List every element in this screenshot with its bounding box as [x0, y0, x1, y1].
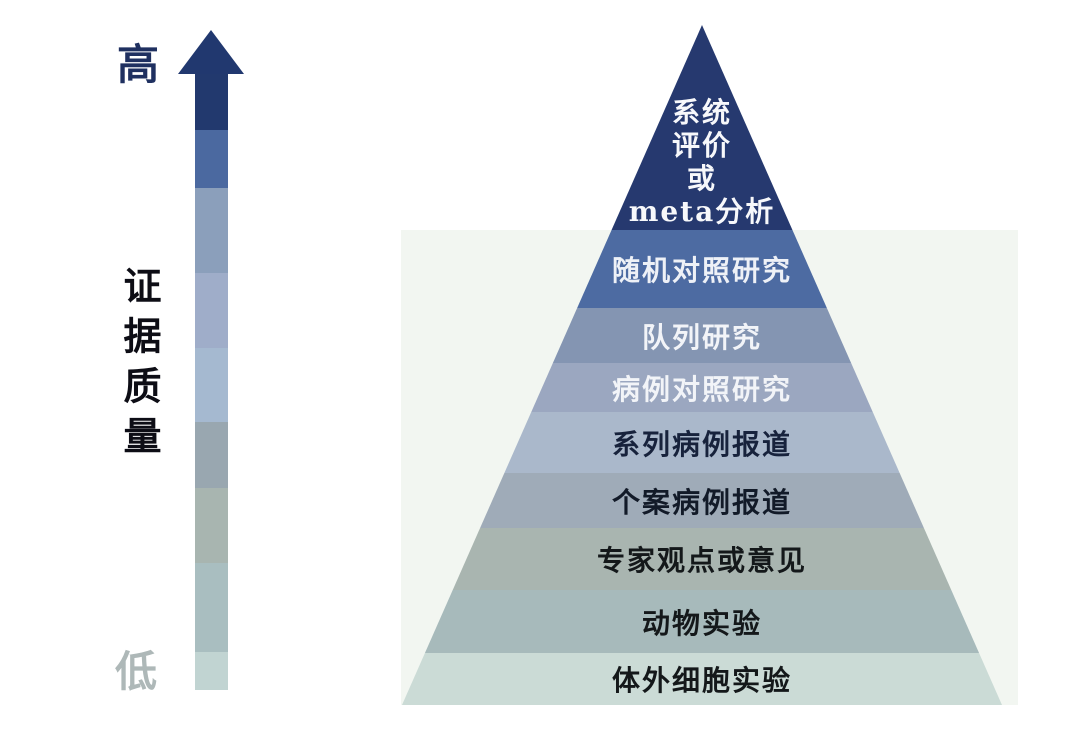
axis-title: 证据质量 [117, 266, 162, 466]
arrow-head-icon [178, 30, 244, 74]
pyramid-level-label: 专家观点或意见 [596, 544, 807, 577]
arrow-segment [195, 130, 228, 188]
arrow-segment [195, 348, 228, 422]
pyramid-level [402, 473, 1002, 528]
pyramid-level-label: 系列病例报道 [611, 427, 792, 461]
axis-low-label: 低 [115, 647, 158, 696]
pyramid-level-label: 动物实验 [641, 606, 762, 640]
pyramid-level-label: 病例对照研究 [611, 372, 792, 406]
arrow-segment [195, 422, 228, 488]
pyramid-level [402, 653, 1002, 705]
pyramid-level [402, 590, 1002, 653]
arrow-segment [195, 563, 228, 652]
pyramid-level-label: 体外细胞实验 [611, 664, 792, 697]
pyramid-level-label: 随机对照研究 [611, 254, 792, 287]
axis-high-label: 高 [117, 40, 160, 89]
pyramid-level-label: 个案病例报道 [611, 485, 792, 519]
arrow-segment [195, 188, 228, 273]
arrow-segment [195, 652, 228, 690]
pyramid-level [402, 528, 1002, 590]
arrow-segment [195, 74, 228, 130]
pyramid-level-label: 队列研究 [641, 320, 762, 354]
arrow-segment [195, 273, 228, 348]
arrow-segment [195, 488, 228, 563]
